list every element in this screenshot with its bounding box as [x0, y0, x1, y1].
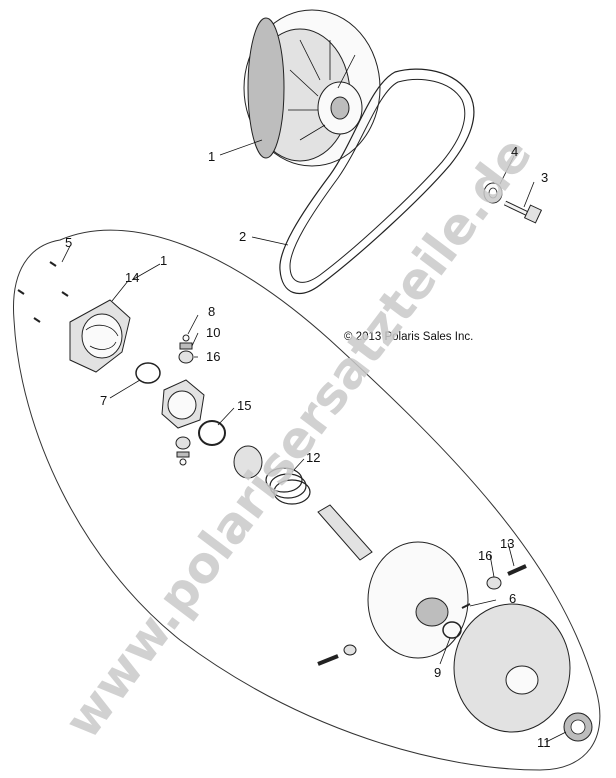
callout-2: 2 [239, 229, 246, 244]
small-parts-lower-drawing [175, 436, 191, 466]
callout-9: 9 [434, 665, 441, 680]
leader-lines [61, 139, 567, 743]
callout-11: 11 [537, 735, 551, 750]
drive-belt-drawing [279, 68, 475, 294]
callout-7: 7 [100, 393, 107, 408]
callout-16-upper: 16 [206, 349, 220, 364]
spring-drawing [265, 467, 311, 505]
retaining-ring-drawing [135, 362, 161, 384]
cam-helix-drawing [69, 299, 131, 373]
assembly-group-outline [12, 229, 601, 771]
bolt-drawing [503, 200, 543, 224]
callout-5: 5 [65, 235, 72, 250]
clip-drawing [442, 621, 462, 639]
callout-8: 8 [208, 304, 215, 319]
spider-retainer-drawing [198, 420, 226, 446]
callout-13: 13 [500, 536, 514, 551]
small-parts-upper-drawing [178, 334, 194, 364]
shaft-drawing [317, 504, 373, 561]
bearing-seal-drawing [563, 712, 593, 742]
callout-15: 15 [237, 398, 251, 413]
stationary-sheave-drawing [367, 541, 469, 659]
screws-drawing [17, 261, 69, 323]
callout-16-lower: 16 [478, 548, 492, 563]
lower-bolts-drawing [317, 644, 357, 666]
copyright-text: © 2013 Polaris Sales Inc. [344, 331, 473, 343]
spider-hub-drawing [161, 379, 205, 429]
callout-4: 4 [511, 144, 518, 159]
callout-1-drive-clutch: 1 [208, 149, 215, 164]
roller-bolt-drawing [486, 564, 527, 590]
callout-6: 6 [509, 591, 516, 606]
pin-drawing [461, 603, 471, 609]
callout-14: 14 [125, 270, 139, 285]
moveable-sheave-drawing [233, 445, 263, 479]
callout-10: 10 [206, 325, 220, 340]
bearing-housing-drawing [453, 603, 571, 733]
callout-12: 12 [306, 450, 320, 465]
callout-3: 3 [541, 170, 548, 185]
drive-clutch-drawing [243, 9, 381, 167]
callout-1-driven-clutch: 1 [160, 253, 167, 268]
